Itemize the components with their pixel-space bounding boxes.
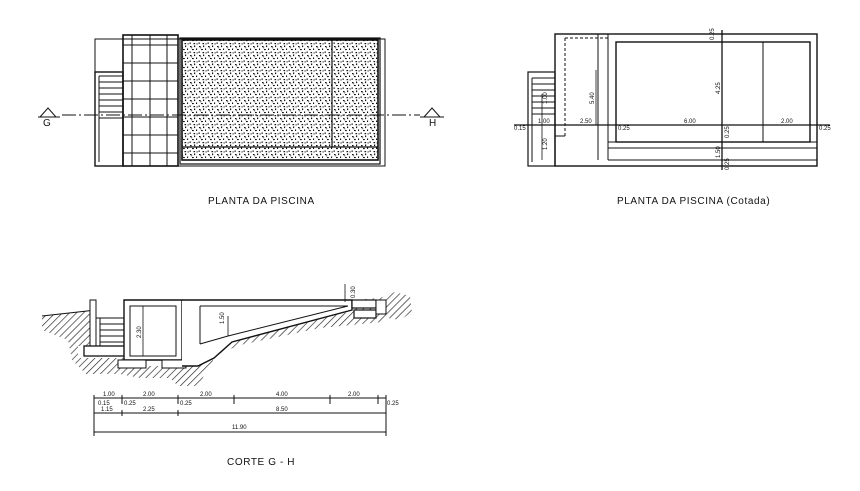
sec-dim-015: 0.15	[98, 401, 110, 407]
section-marker-h-label: H	[429, 118, 436, 129]
dim-025-right: 0.25	[819, 126, 831, 132]
sec-dim-150: 1.50	[220, 312, 226, 324]
dimplan-stairs	[527, 71, 556, 167]
dimplan-caption: PLANTA DA PISCINA (Cotada)	[617, 196, 771, 207]
dim-150: 1.50	[716, 146, 722, 158]
dim-025-top: 0.25	[710, 28, 716, 40]
dim-250: 2.50	[580, 119, 592, 125]
sec-dim-225: 2.25	[143, 407, 155, 413]
sec-dim-200-c: 2.00	[348, 392, 360, 398]
pool-plan	[38, 34, 444, 167]
sec-dim-030: 0.30	[351, 286, 357, 298]
section-marker-h-icon	[422, 107, 442, 118]
sec-dim-115: 1.15	[101, 407, 113, 413]
sec-dim-100: 1.00	[103, 392, 115, 398]
sec-dim-400: 4.00	[276, 392, 288, 398]
dim-540: 5.40	[590, 92, 596, 104]
dim-025-a: 0.25	[618, 126, 630, 132]
dim-200: 2.00	[781, 119, 793, 125]
dim-120: 1.20	[543, 138, 549, 150]
dim-025-bot: 0.25	[725, 158, 731, 170]
plan-caption: PLANTA DA PISCINA	[208, 196, 315, 207]
sec-dim-230: 2.30	[137, 326, 143, 338]
plan-speckled-area	[181, 39, 379, 161]
sec-dim-200-b: 2.00	[200, 392, 212, 398]
dim-425: 4.25	[716, 82, 722, 94]
dim-100-vert: 1.00	[543, 92, 549, 104]
sec-dim-025-b: 0.25	[180, 401, 192, 407]
dim-600: 6.00	[684, 119, 696, 125]
sec-dim-1190: 11.90	[232, 425, 247, 431]
sec-dim-025-c: 0.25	[387, 401, 399, 407]
sec-dim-200-a: 2.00	[143, 392, 155, 398]
pool-plan-dimensioned	[514, 30, 830, 170]
section-marker-g-icon	[38, 107, 58, 118]
dimplan-pool	[615, 41, 811, 143]
dim-025-b: 0.25	[725, 126, 731, 138]
section-marker-g-label: G	[43, 118, 51, 129]
section-caption: CORTE G - H	[227, 457, 296, 468]
section-stair-wall	[89, 299, 97, 347]
section-view	[41, 284, 412, 436]
sec-dim-025-a: 0.25	[124, 401, 136, 407]
section-pool-basin	[182, 299, 353, 367]
dim-100: 1.00	[538, 119, 550, 125]
sec-dim-850: 8.50	[276, 407, 288, 413]
dim-015-left: 0.15	[514, 126, 526, 132]
